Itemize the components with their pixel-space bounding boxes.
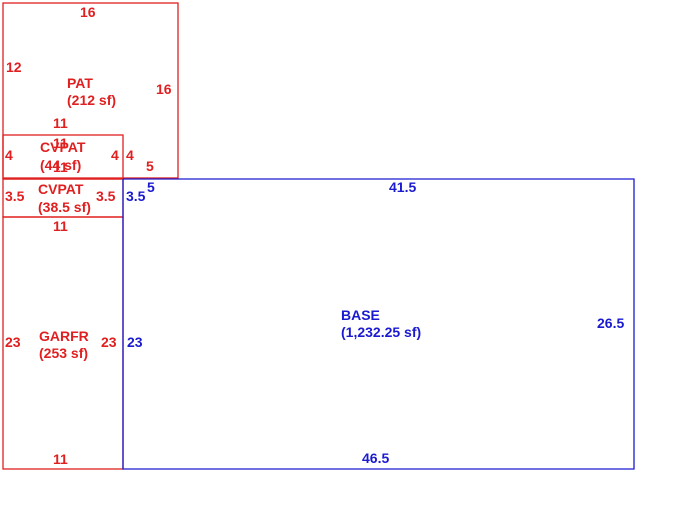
upper-dim-4: 4 [126, 147, 134, 163]
base-name: BASE [341, 307, 380, 323]
cvpat-upper-dim-right: 4 [111, 147, 119, 163]
pat-area: (212 sf) [67, 92, 116, 108]
garfr-dim-bottom: 11 [53, 451, 68, 467]
upper-dim-5: 5 [146, 158, 154, 174]
pat-name: PAT [67, 75, 93, 91]
base-area: (1,232.25 sf) [341, 324, 421, 340]
pat-outline [2, 2, 179, 179]
base-notch-left: 3.5 [126, 188, 146, 204]
base-outline [122, 178, 635, 470]
cvpat-upper-dim-left: 4 [5, 147, 13, 163]
cvpat-upper-area: (44 sf) [40, 157, 81, 173]
base-dim-bottom: 46.5 [362, 450, 389, 466]
cvpat-lower-area: (38.5 sf) [38, 199, 91, 215]
base-notch-top: 5 [147, 179, 155, 195]
garfr-area: (253 sf) [39, 345, 88, 361]
garfr-name: GARFR [39, 328, 89, 344]
pat-dim-bottom: 11 [53, 115, 68, 131]
addition-outlines [2, 2, 179, 470]
pat-dim-left: 12 [6, 59, 22, 75]
base-dim-left: 23 [127, 334, 143, 350]
pat-dim-top: 16 [80, 4, 96, 20]
cvpat-lower-dim-left: 3.5 [5, 188, 25, 204]
cvpat-upper-name: CVPAT [40, 139, 86, 155]
cvpat-upper-dim-top: 11 [53, 135, 68, 151]
garfr-dim-right: 23 [101, 334, 117, 350]
base-dim-right: 26.5 [597, 315, 624, 331]
cvpat-lower-dim-bottom: 11 [53, 218, 68, 234]
base-outline-group [122, 178, 635, 470]
cvpat-lower-dim-right: 3.5 [96, 188, 116, 204]
garfr-dim-left: 23 [5, 334, 21, 350]
base-dim-top: 41.5 [389, 179, 416, 195]
pat-dim-right: 16 [156, 81, 172, 97]
cvpat-lower-name: CVPAT [38, 181, 84, 197]
cvpat-upper-dim-bottom: 11 [53, 159, 68, 175]
